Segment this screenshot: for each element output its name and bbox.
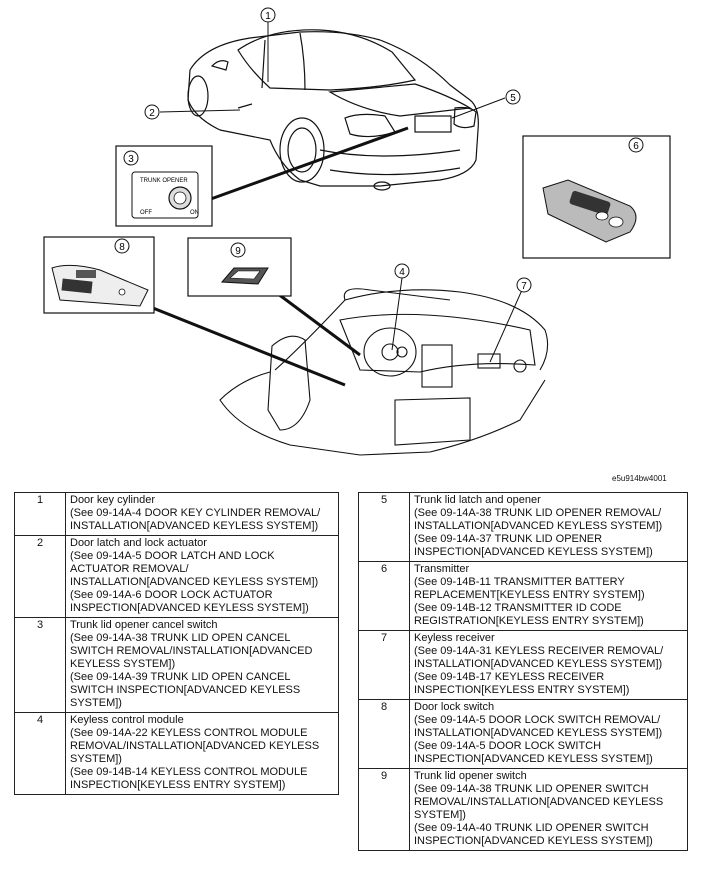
description-line: (See 09-14A-5 DOOR LOCK SWITCH: [414, 740, 602, 752]
description-line: INSPECTION[ADVANCED KEYLESS SYSTEM]): [414, 546, 653, 558]
description-line: SWITCH REMOVAL/INSTALLATION[ADVANCED: [70, 645, 313, 657]
description-line: ACTUATOR REMOVAL/: [70, 563, 189, 575]
description-line: (See 09-14A-38 TRUNK LID OPENER REMOVAL/: [414, 507, 662, 519]
callout-6: 6: [633, 141, 639, 152]
description-line: KEYLESS SYSTEM]): [70, 658, 176, 670]
switch-label-off: OFF: [140, 210, 152, 216]
item-number: 5: [358, 492, 410, 562]
description-line: SYSTEM]): [70, 697, 122, 709]
description-line: INSTALLATION[ADVANCED KEYLESS SYSTEM]): [414, 658, 663, 670]
description-line: Trunk lid opener switch: [414, 770, 527, 782]
description-line: (See 09-14A-6 DOOR LOCK ACTUATOR: [70, 589, 273, 601]
item-number: 4: [14, 712, 66, 795]
description-line: INSPECTION[ADVANCED KEYLESS SYSTEM]): [414, 753, 653, 765]
description-line: (See 09-14A-5 DOOR LATCH AND LOCK: [70, 550, 275, 562]
description-line: (See 09-14A-5 DOOR LOCK SWITCH REMOVAL/: [414, 714, 661, 726]
description-line: REMOVAL/INSTALLATION[ADVANCED KEYLESS: [414, 796, 664, 808]
description-line: (See 09-14A-4 DOOR KEY CYLINDER REMOVAL/: [70, 507, 321, 519]
description-line: INSPECTION[ADVANCED KEYLESS SYSTEM]): [414, 835, 653, 847]
description-line: Transmitter: [414, 563, 470, 575]
door-lock-switch-inset: [43, 236, 155, 314]
description-line: (See 09-14A-38 TRUNK LID OPENER SWITCH: [414, 783, 649, 795]
item-number: 7: [358, 630, 410, 700]
item-description: Door latch and lock actuator(See 09-14A-…: [65, 535, 339, 618]
description-line: INSTALLATION[ADVANCED KEYLESS SYSTEM]): [70, 576, 319, 588]
description-line: INSPECTION[KEYLESS ENTRY SYSTEM]): [70, 779, 286, 791]
description-line: INSTALLATION[ADVANCED KEYLESS SYSTEM]): [414, 727, 663, 739]
description-line: REGISTRATION[KEYLESS ENTRY SYSTEM]): [414, 615, 644, 627]
leader-lines: [159, 22, 523, 363]
description-line: (See 09-14B-14 KEYLESS CONTROL MODULE: [70, 766, 308, 778]
callout-3: 3: [128, 154, 134, 165]
item-description: Door key cylinder(See 09-14A-4 DOOR KEY …: [65, 492, 339, 536]
item-description: Keyless control module(See 09-14A-22 KEY…: [65, 712, 339, 795]
callout-5: 5: [510, 93, 516, 104]
switch-label-top: TRUNK OPENER: [140, 178, 188, 184]
description-line: Door lock switch: [414, 701, 495, 713]
item-number: 1: [14, 492, 66, 536]
callout-7: 7: [521, 281, 527, 292]
description-line: (See 09-14A-22 KEYLESS CONTROL MODULE: [70, 727, 308, 739]
description-line: SYSTEM]): [70, 753, 122, 765]
callouts: 1 2 3 4 5 6 7 8 9: [114, 7, 644, 293]
item-number: 3: [14, 617, 66, 713]
description-line: (See 09-14A-38 TRUNK LID OPEN CANCEL: [70, 632, 291, 644]
item-number: 8: [358, 699, 410, 769]
component-location-diagram: TRUNK OPENER OFF ON: [43, 7, 671, 456]
figure-code: e5u914bw4001: [612, 474, 667, 483]
description-line: Door latch and lock actuator: [70, 537, 207, 549]
car-rear-view: [187, 29, 479, 191]
transmitter-inset: [522, 135, 671, 259]
callout-2: 2: [149, 108, 155, 119]
description-line: INSPECTION[ADVANCED KEYLESS SYSTEM]): [70, 602, 309, 614]
description-line: (See 09-14B-11 TRANSMITTER BATTERY: [414, 576, 625, 588]
description-line: (See 09-14A-31 KEYLESS RECEIVER REMOVAL/: [414, 645, 664, 657]
item-number: 2: [14, 535, 66, 618]
description-line: Keyless receiver: [414, 632, 495, 644]
description-line: Trunk lid opener cancel switch: [70, 619, 218, 631]
description-line: INSTALLATION[ADVANCED KEYLESS SYSTEM]): [414, 520, 663, 532]
item-description: Trunk lid latch and opener(See 09-14A-38…: [409, 492, 688, 562]
description-line: Keyless control module: [70, 714, 184, 726]
callout-1: 1: [265, 11, 271, 22]
description-line: (See 09-14A-39 TRUNK LID OPEN CANCEL: [70, 671, 291, 683]
trunk-opener-switch-inset: TRUNK OPENER OFF ON: [115, 145, 213, 227]
switch-label-on: ON: [190, 210, 199, 216]
item-description: Keyless receiver(See 09-14A-31 KEYLESS R…: [409, 630, 688, 700]
description-line: SWITCH INSPECTION[ADVANCED KEYLESS: [70, 684, 301, 696]
item-description: Door lock switch(See 09-14A-5 DOOR LOCK …: [409, 699, 688, 769]
description-line: INSTALLATION[ADVANCED KEYLESS SYSTEM]): [70, 520, 319, 532]
description-line: (See 09-14B-17 KEYLESS RECEIVER: [414, 671, 605, 683]
description-line: (See 09-14A-40 TRUNK LID OPENER SWITCH: [414, 822, 649, 834]
description-line: Door key cylinder: [70, 494, 155, 506]
item-number: 9: [358, 768, 410, 851]
description-line: REPLACEMENT[KEYLESS ENTRY SYSTEM]): [414, 589, 645, 601]
description-line: (See 09-14A-37 TRUNK LID OPENER: [414, 533, 603, 545]
description-line: SYSTEM]): [414, 809, 466, 821]
item-description: Trunk lid opener switch(See 09-14A-38 TR…: [409, 768, 688, 851]
cabin-interior: [219, 288, 549, 456]
item-number: 6: [358, 561, 410, 631]
callout-8: 8: [119, 242, 125, 253]
callout-9: 9: [235, 246, 241, 257]
description-line: INSPECTION[KEYLESS ENTRY SYSTEM]): [414, 684, 630, 696]
callout-4: 4: [399, 267, 405, 278]
description-line: (See 09-14B-12 TRANSMITTER ID CODE: [414, 602, 622, 614]
item-description: Transmitter(See 09-14B-11 TRANSMITTER BA…: [409, 561, 688, 631]
item-description: Trunk lid opener cancel switch(See 09-14…: [65, 617, 339, 713]
description-line: Trunk lid latch and opener: [414, 494, 541, 506]
description-line: REMOVAL/INSTALLATION[ADVANCED KEYLESS: [70, 740, 320, 752]
